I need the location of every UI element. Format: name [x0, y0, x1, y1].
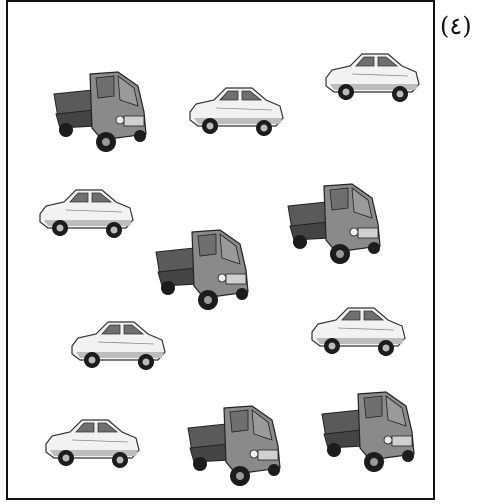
pickup-truck-icon: [321, 391, 415, 472]
vehicle-item: [320, 390, 420, 476]
vehicle-item: [186, 404, 286, 490]
sedan-car-icon: [39, 189, 134, 238]
exercise-number: (٤): [440, 12, 472, 40]
vehicle-item: [186, 78, 286, 140]
vehicle-item: [308, 298, 408, 360]
vehicle-item: [52, 70, 152, 156]
sedan-car-icon: [311, 307, 406, 356]
sedan-car-icon: [71, 321, 166, 370]
pickup-truck-icon: [287, 183, 381, 264]
pickup-truck-icon: [53, 71, 147, 152]
vehicle-item: [322, 44, 422, 106]
vehicle-item: [154, 228, 254, 314]
pickup-truck-icon: [187, 405, 281, 486]
pickup-truck-icon: [155, 229, 249, 310]
sedan-car-icon: [45, 419, 140, 468]
sedan-car-icon: [325, 53, 420, 102]
sedan-car-icon: [189, 87, 284, 136]
vehicle-item: [36, 180, 136, 242]
picture-frame: [6, 0, 435, 500]
vehicle-item: [68, 312, 168, 374]
vehicle-item: [42, 410, 142, 472]
vehicle-item: [286, 182, 386, 268]
